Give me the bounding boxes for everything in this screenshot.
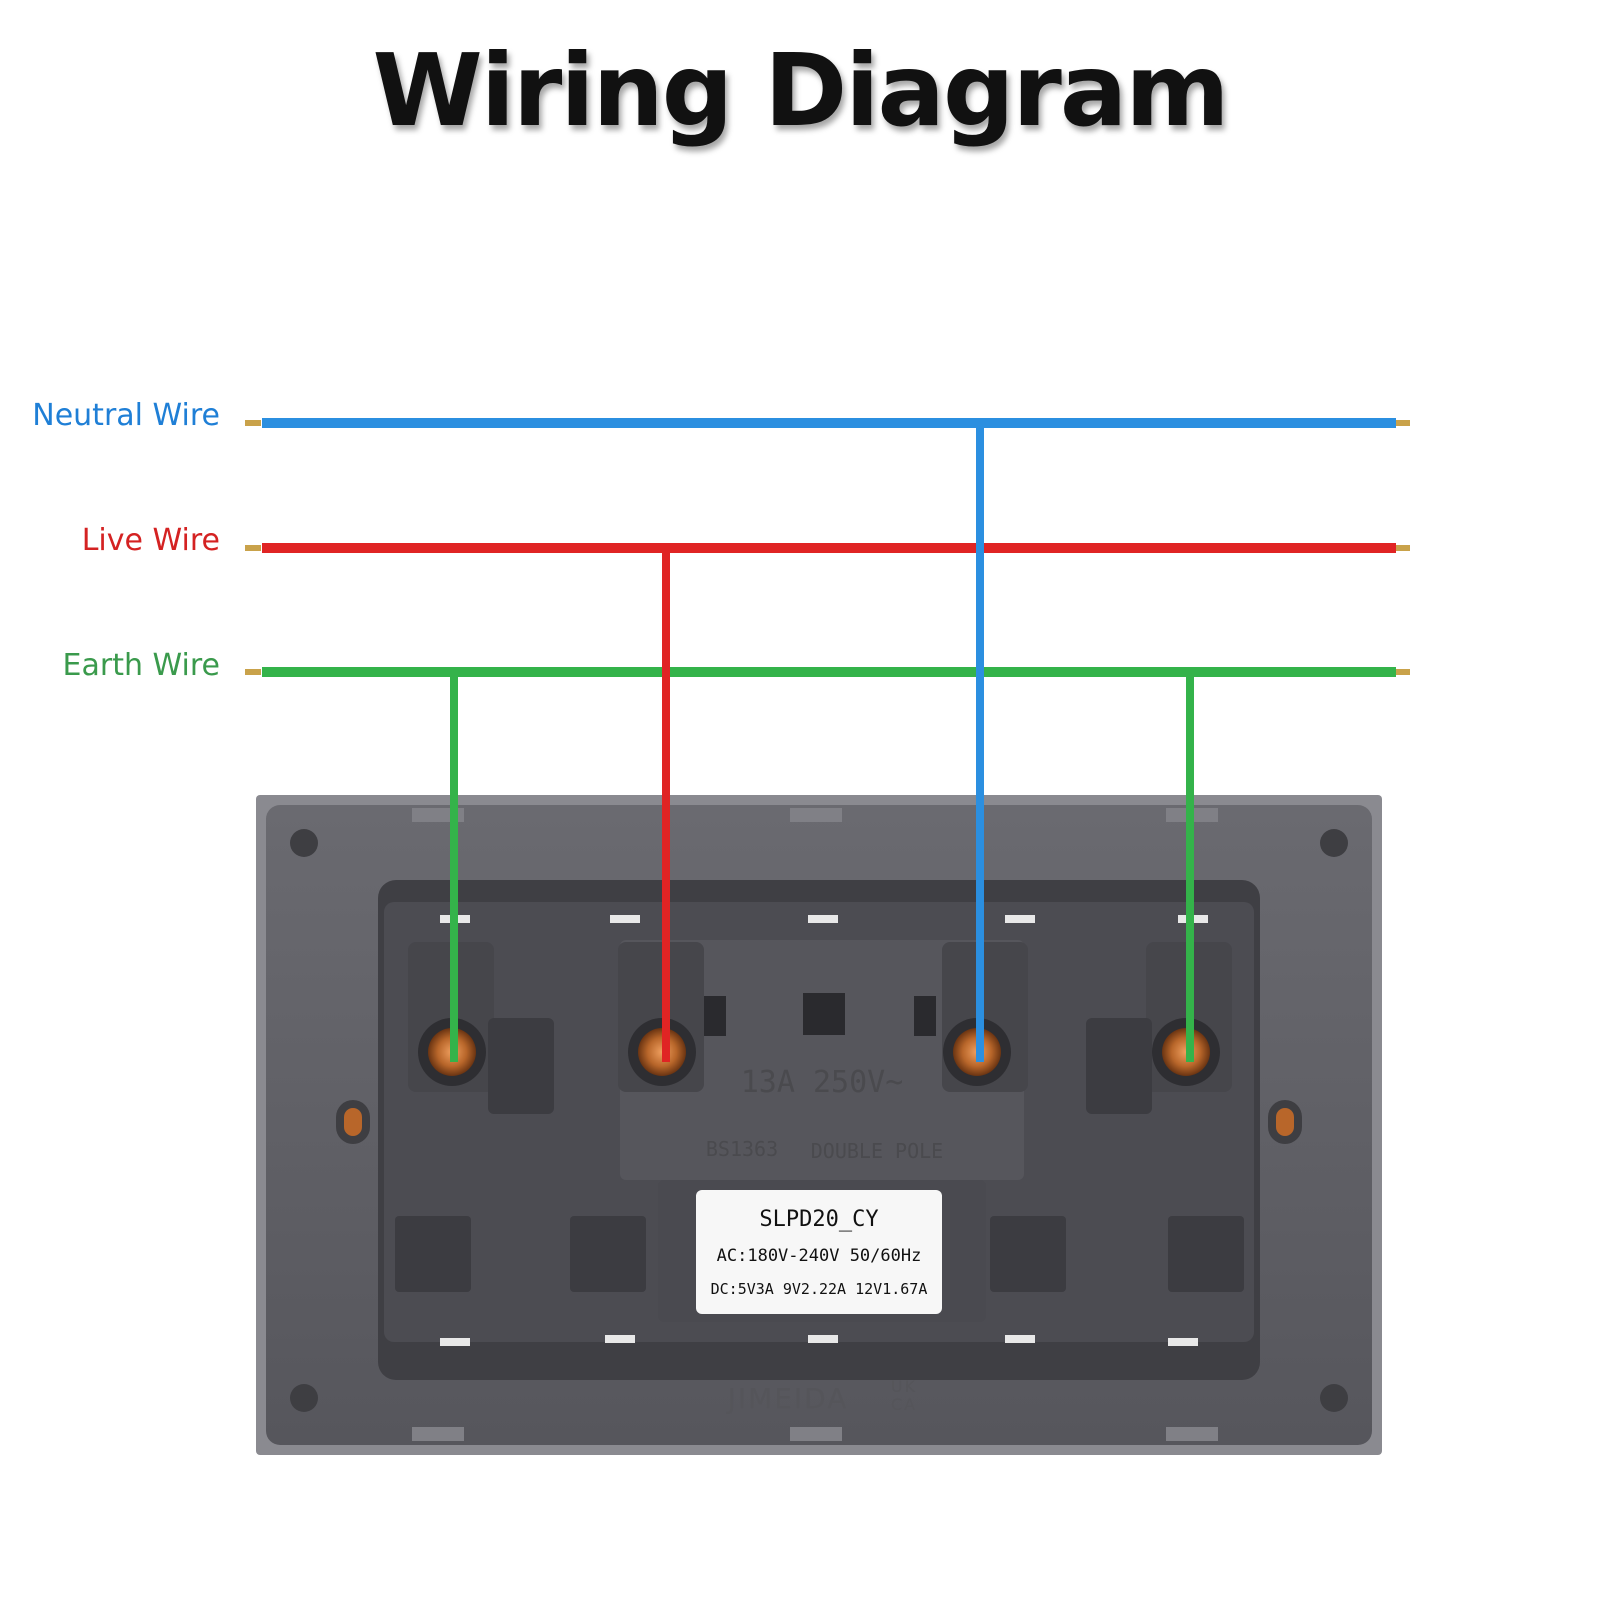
live-wire-label: Live Wire [81,523,220,558]
pole-text: DOUBLE POLE [811,1139,943,1163]
socket-back-plate [256,795,1382,1455]
earth-wire-label: Earth Wire [62,648,220,683]
ukca-mark-line1: UK [891,1377,917,1396]
sticker-ac: AC:180V-240V 50/60Hz [717,1246,922,1266]
standard-text: BS1363 [706,1137,778,1161]
rating-text: 13A 250V~ [741,1065,904,1100]
neutral-wire-label: Neutral Wire [32,398,220,433]
brand-logo: JIMEIDA [726,1382,849,1415]
ukca-mark-line2: CA [891,1395,917,1414]
live-wire [245,543,1410,1062]
page-title: Wiring Diagram [372,32,1229,149]
earth-wire [245,667,1410,1062]
sticker-dc: DC:5V3A 9V2.22A 12V1.67A [711,1280,928,1298]
sticker-model: SLPD20_CY [759,1207,878,1232]
neutral-wire [245,418,1410,1062]
